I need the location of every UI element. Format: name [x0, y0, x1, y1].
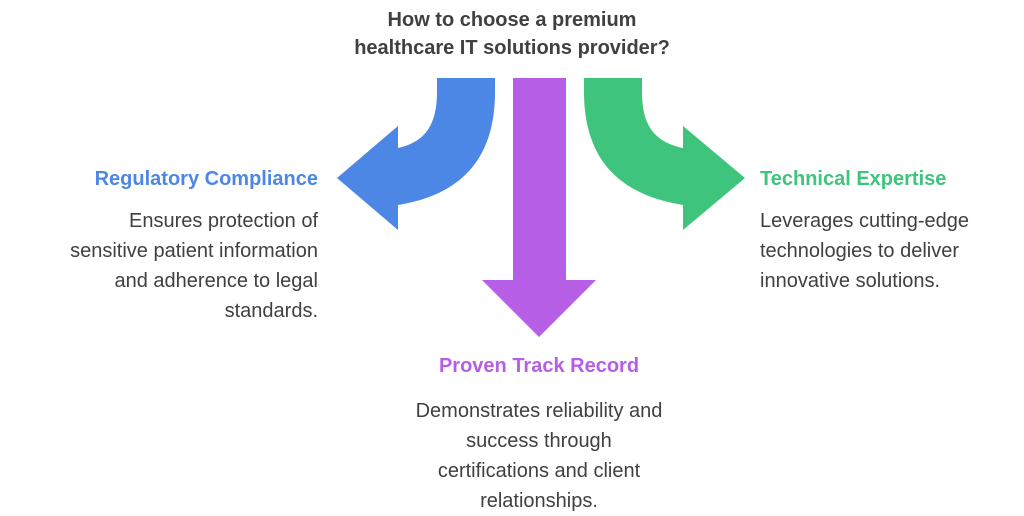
regulatory-compliance-heading: Regulatory Compliance [94, 168, 318, 190]
desc-line: technologies to deliver [760, 240, 960, 262]
desc-line: Demonstrates reliability and [415, 400, 663, 422]
right-arrow [584, 78, 745, 230]
technical-expertise-description: Leverages cutting-edge technologies to d… [760, 206, 969, 296]
technical-expertise-heading: Technical Expertise [760, 168, 947, 190]
desc-line: relationships. [480, 490, 598, 512]
desc-line: and adherence to legal [114, 270, 319, 292]
center-arrow [482, 78, 596, 337]
desc-line: certifications and client [437, 460, 641, 482]
desc-line: Leverages cutting-edge [760, 210, 970, 232]
desc-line: innovative solutions. [760, 270, 941, 292]
proven-track-record-description: Demonstrates reliability and success thr… [360, 396, 718, 516]
desc-line: standards. [224, 300, 318, 322]
proven-track-record-heading: Proven Track Record [438, 355, 640, 377]
left-arrow [337, 78, 495, 230]
desc-line: success through [466, 430, 612, 452]
title-line-2: healthcare IT solutions provider? [354, 37, 670, 59]
desc-line: sensitive patient information [70, 240, 318, 262]
title-line-1: How to choose a premium [387, 9, 637, 31]
diagram-title: How to choose a premium healthcare IT so… [312, 6, 712, 62]
desc-line: Ensures protection of [129, 210, 318, 232]
regulatory-compliance-description: Ensures protection of sensitive patient … [70, 206, 318, 326]
